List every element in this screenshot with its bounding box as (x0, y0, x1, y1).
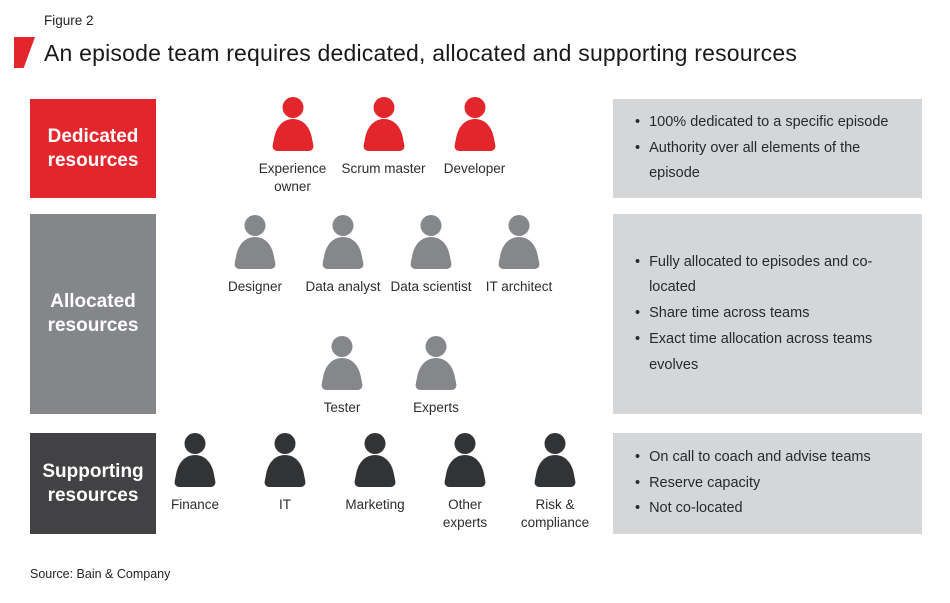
bullet-text: On call to coach and advise teams (649, 448, 871, 465)
person-icon (413, 336, 459, 390)
person-label: Marketing (345, 497, 405, 512)
person-icon (496, 215, 542, 269)
bullet-dot: • (635, 448, 641, 465)
person-label: Data scientist (390, 279, 472, 294)
person-label: Developer (443, 161, 506, 176)
person-icon (452, 97, 498, 151)
bain-flag-icon (14, 37, 35, 68)
person-experts: Experts (389, 336, 483, 417)
dedicated-bullets-panel: • 100% dedicated to a specific episode • A… (613, 99, 922, 198)
person-label: Other experts (442, 497, 488, 530)
person-icon (232, 215, 278, 269)
person-icon (532, 433, 578, 487)
bullet-dot: • (635, 474, 641, 491)
bullet-item: • Fully allocated to episodes and co-loca… (635, 250, 894, 302)
person-label: Tester (323, 400, 361, 415)
figure-label: Figure 2 (44, 13, 94, 28)
person-designer: Designer (211, 215, 299, 296)
person-other-experts: Other experts (420, 433, 510, 532)
person-icon (262, 433, 308, 487)
bullet-text: 100% dedicated to a specific episode (649, 113, 889, 130)
supporting-people-row: Finance IT Marketing Other experts Risk … (150, 433, 600, 532)
bullet-item: • On call to coach and advise teams (635, 445, 894, 471)
bullet-dot: • (635, 305, 641, 322)
allocated-resources-box: Allocated resources (30, 214, 156, 414)
bullet-text: Exact time allocation across teams evolv… (649, 330, 873, 373)
bullet-dot: • (635, 330, 641, 347)
bullet-dot: • (635, 113, 641, 130)
allocated-bullets-panel: • Fully allocated to episodes and co-loca… (613, 214, 922, 414)
bullet-item: • Share time across teams (635, 301, 894, 327)
person-icon (320, 215, 366, 269)
person-label: Finance (170, 497, 220, 512)
source-note: Source: Bain & Company (30, 567, 171, 581)
supporting-resources-box: Supporting resources (30, 433, 156, 534)
dedicated-resources-box: Dedicated resources (30, 99, 156, 198)
bullet-text: Share time across teams (649, 305, 810, 322)
person-label: Experts (413, 400, 459, 415)
person-data-analyst: Data analyst (299, 215, 387, 296)
supporting-bullets-panel: • On call to coach and advise teams • Rese… (613, 433, 922, 534)
bullet-text: Authority over all elements of the episo… (649, 139, 861, 182)
allocated-people-row-2: Tester Experts (295, 336, 483, 417)
bullet-item: • Reserve capacity (635, 471, 894, 497)
person-icon (319, 336, 365, 390)
bullet-text: Fully allocated to episodes and co-locat… (649, 253, 873, 296)
supporting-bullet-list: • On call to coach and advise teams • Rese… (635, 445, 894, 522)
person-experience-owner: Experience owner (247, 97, 338, 196)
person-icon (352, 433, 398, 487)
person-it-architect: IT architect (475, 215, 563, 296)
person-label: Designer (227, 279, 283, 294)
supporting-resources-label: Supporting resources (42, 460, 144, 506)
person-marketing: Marketing (330, 433, 420, 532)
figure-title: An episode team requires dedicated, allo… (44, 40, 798, 66)
person-tester: Tester (295, 336, 389, 417)
person-icon (270, 97, 316, 151)
person-icon (408, 215, 454, 269)
person-label: Scrum master (341, 161, 426, 176)
person-scrum-master: Scrum master (338, 97, 429, 196)
person-data-scientist: Data scientist (387, 215, 475, 296)
bullet-dot: • (635, 139, 641, 156)
bullet-text: Reserve capacity (649, 474, 761, 491)
bullet-dot: • (635, 500, 641, 517)
person-icon (361, 97, 407, 151)
person-label: Experience owner (258, 161, 327, 194)
dedicated-resources-label: Dedicated resources (47, 125, 139, 171)
allocated-resources-label: Allocated resources (47, 291, 139, 336)
person-icon (172, 433, 218, 487)
bullet-text: Not co-located (649, 500, 743, 517)
person-icon (442, 433, 488, 487)
bullet-item: • 100% dedicated to a specific episode (635, 110, 894, 136)
bullet-item: • Exact time allocation across teams evol… (635, 327, 894, 379)
allocated-people-row-1: Designer Data analyst Data scientist IT … (211, 215, 563, 296)
bullet-item: • Not co-located (635, 496, 894, 522)
bullet-dot: • (635, 253, 641, 270)
person-label: Risk & compliance (520, 497, 590, 530)
person-label: IT (279, 497, 291, 512)
person-label: Data analyst (305, 279, 381, 294)
bullet-item: • Authority over all elements of the epis… (635, 136, 894, 188)
person-risk-compliance: Risk & compliance (510, 433, 600, 532)
dedicated-bullet-list: • 100% dedicated to a specific episode • A… (635, 110, 894, 187)
allocated-bullet-list: • Fully allocated to episodes and co-loca… (635, 250, 894, 379)
person-it: IT (240, 433, 330, 532)
person-developer: Developer (429, 97, 520, 196)
person-finance: Finance (150, 433, 240, 532)
person-label: IT architect (485, 279, 553, 294)
dedicated-people-row: Experience owner Scrum master Developer (247, 97, 520, 196)
